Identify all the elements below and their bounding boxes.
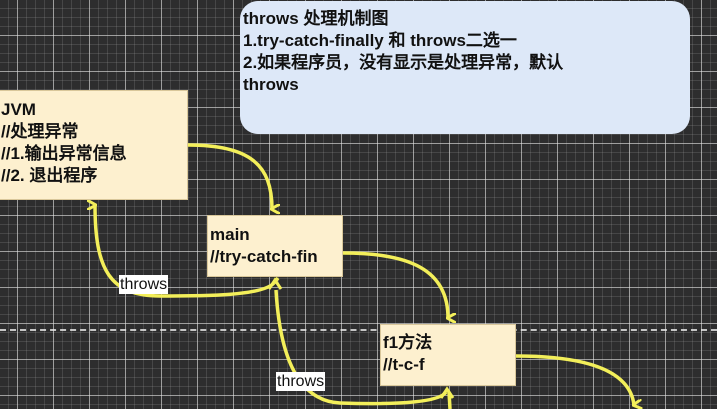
node-main-title: main: [210, 225, 250, 244]
node-jvm-title: JVM: [1, 100, 36, 119]
note-title: throws 处理机制图: [243, 9, 389, 28]
note-line-2: 2.如果程序员，没有显示是处理异常，默认: [243, 53, 564, 72]
note-line-1: 1.try-catch-finally 和 throws二选一: [243, 31, 517, 50]
edge-label-throws-f1-to-main: throws: [276, 372, 326, 391]
node-f1-title: f1方法: [383, 333, 433, 352]
node-jvm-line-1: //处理异常: [1, 122, 79, 141]
node-jvm-line-3: //2. 退出程序: [1, 166, 98, 185]
edge-label-throws-main-to-jvm: throws: [119, 275, 169, 294]
info-note: throws 处理机制图 1.try-catch-finally 和 throw…: [240, 1, 690, 134]
note-line-3: throws: [243, 75, 299, 94]
node-main[interactable]: main //try-catch-fin: [207, 215, 343, 277]
node-jvm-line-2: //1.输出异常信息: [1, 144, 127, 163]
node-jvm[interactable]: JVM //处理异常 //1.输出异常信息 //2. 退出程序: [0, 90, 188, 200]
page-break-line: [0, 329, 717, 331]
node-f1-line-1: //t-c-f: [383, 355, 425, 374]
node-main-line-1: //try-catch-fin: [210, 247, 318, 266]
node-f1[interactable]: f1方法 //t-c-f: [380, 324, 516, 386]
